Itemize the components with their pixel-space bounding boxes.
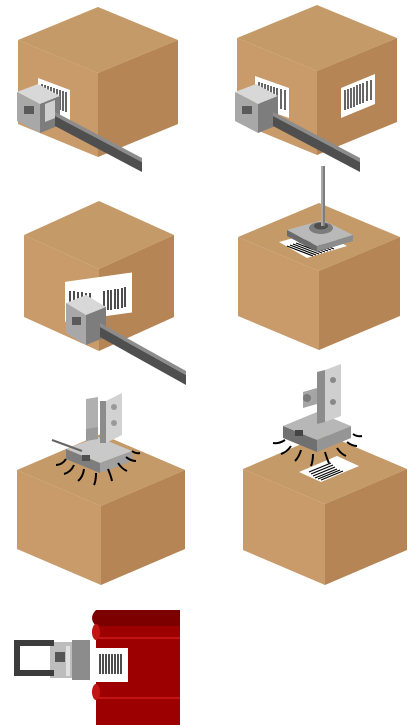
tamp-rod [321, 166, 325, 226]
barcode-label [96, 648, 128, 682]
applicator-arm [14, 640, 54, 676]
label-applicator-head [50, 640, 90, 680]
box-top-blow-scene [0, 385, 200, 595]
drum-side-label-scene [0, 600, 200, 725]
box-corner-wrap-scene [213, 0, 413, 185]
box-top-tamp-scene [213, 160, 413, 360]
applicator-tower [86, 393, 122, 443]
cardboard-box [243, 434, 407, 585]
box-side-label-scene [0, 195, 200, 390]
box-front-label-scene [0, 0, 200, 185]
applicator-tower [303, 364, 341, 424]
box-top-air-blow-scene [213, 360, 413, 595]
applicator-arm [100, 323, 186, 385]
